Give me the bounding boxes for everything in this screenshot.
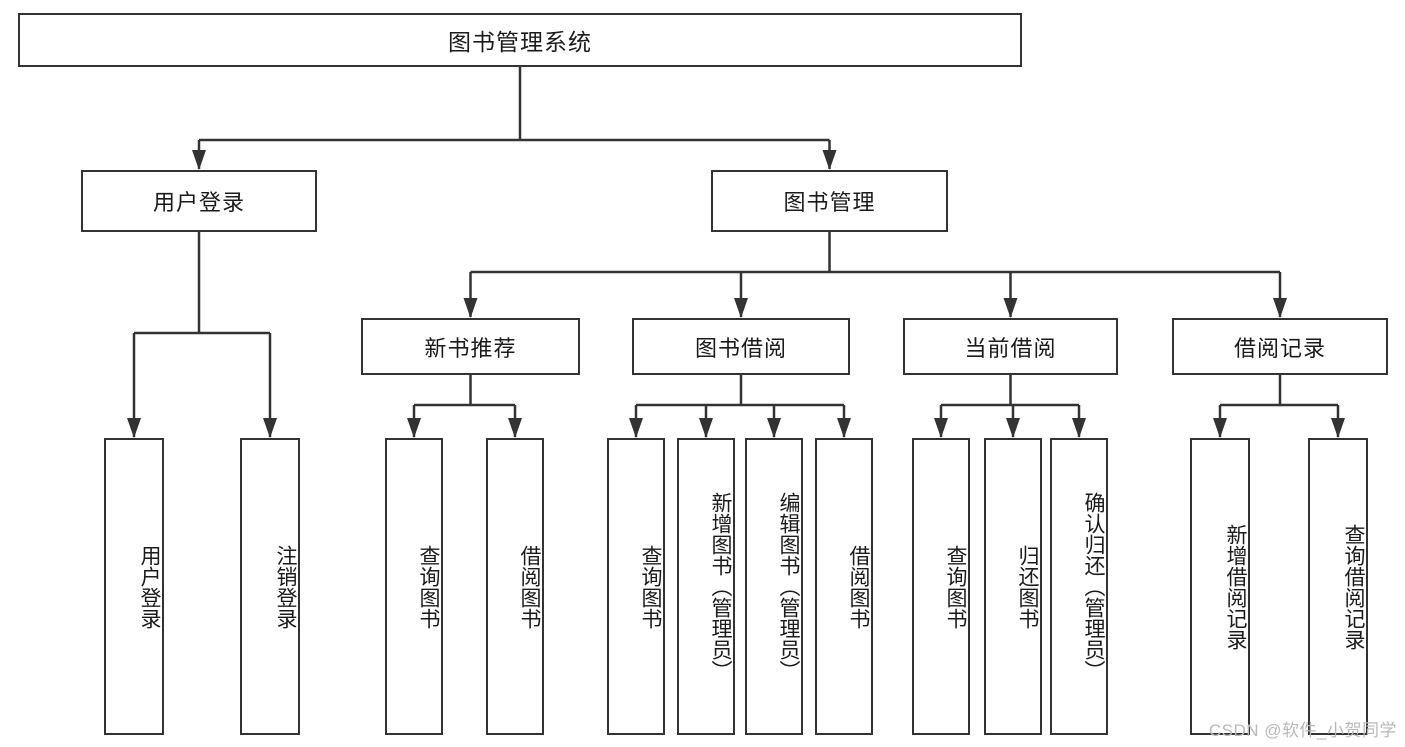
arrowhead — [407, 418, 421, 438]
node-leaf-add-book[interactable]: 新增图书（管理员） — [677, 438, 735, 735]
arrowhead — [1213, 418, 1227, 438]
node-label: 查询图书 — [944, 544, 967, 629]
node-label: 借阅记录 — [1233, 335, 1326, 361]
node-leaf-edit-book[interactable]: 编辑图书（管理员） — [745, 438, 803, 735]
arrowhead — [934, 418, 948, 438]
node-leaf-return-book[interactable]: 归还图书 — [984, 438, 1042, 735]
node-leaf-query-book-2[interactable]: 查询图书 — [607, 438, 665, 735]
arrowhead — [1003, 298, 1018, 318]
node-leaf-user-login[interactable]: 用户登录 — [104, 438, 164, 735]
node-label: 新书推荐 — [424, 335, 517, 361]
node-label: 图书管理 — [783, 190, 876, 215]
arrowhead — [699, 418, 713, 438]
node-user-login[interactable]: 用户登录 — [81, 170, 317, 232]
node-label: 当前借阅 — [964, 335, 1057, 361]
node-label: 新增图书（管理员） — [709, 492, 732, 681]
node-new-book-rec[interactable]: 新书推荐 — [361, 318, 580, 375]
node-label: 借阅图书 — [518, 544, 541, 629]
node-book-borrow[interactable]: 图书借阅 — [632, 318, 850, 375]
node-label: 查询图书 — [417, 544, 440, 629]
arrowhead — [127, 418, 141, 438]
node-label: 用户登录 — [152, 190, 245, 215]
node-label: 确认归还（管理员） — [1082, 492, 1105, 681]
node-label: 注销登录 — [274, 544, 297, 629]
node-book-manage[interactable]: 图书管理 — [711, 170, 948, 232]
node-label: 图书借阅 — [694, 335, 787, 361]
node-label: 新增借阅记录 — [1224, 523, 1247, 650]
node-leaf-add-record[interactable]: 新增借阅记录 — [1190, 438, 1250, 735]
arrowhead — [822, 150, 837, 170]
node-borrow-record[interactable]: 借阅记录 — [1172, 318, 1388, 375]
arrowhead — [1331, 418, 1345, 438]
arrowhead — [263, 418, 277, 438]
node-leaf-query-book-3[interactable]: 查询图书 — [912, 438, 970, 735]
arrowhead — [629, 418, 643, 438]
arrowhead — [767, 418, 781, 438]
node-leaf-query-record[interactable]: 查询借阅记录 — [1308, 438, 1368, 735]
node-label: 查询图书 — [639, 544, 662, 629]
node-label: 借阅图书 — [847, 544, 870, 629]
node-label: 图书管理系统 — [448, 29, 592, 55]
node-leaf-query-book-1[interactable]: 查询图书 — [385, 438, 443, 735]
node-root[interactable]: 图书管理系统 — [18, 13, 1022, 67]
arrowhead — [1006, 418, 1020, 438]
arrowhead — [192, 150, 206, 170]
arrowhead — [837, 418, 851, 438]
arrowhead — [734, 298, 748, 318]
node-label: 归还图书 — [1016, 544, 1039, 629]
arrowhead — [463, 298, 478, 318]
node-label: 用户登录 — [138, 544, 161, 629]
node-leaf-logout[interactable]: 注销登录 — [240, 438, 300, 735]
node-label: 查询借阅记录 — [1342, 523, 1365, 650]
node-label: 编辑图书（管理员） — [777, 492, 800, 681]
node-leaf-borrow-book-2[interactable]: 借阅图书 — [815, 438, 873, 735]
arrowhead — [1072, 418, 1086, 438]
arrowhead — [1273, 298, 1287, 318]
node-leaf-borrow-book-1[interactable]: 借阅图书 — [486, 438, 544, 735]
node-current-borrow[interactable]: 当前借阅 — [903, 318, 1118, 375]
arrowhead — [508, 418, 522, 438]
node-leaf-confirm-return[interactable]: 确认归还（管理员） — [1050, 438, 1108, 735]
watermark-label: CSDN @软件_小贺同学 — [1208, 721, 1397, 740]
